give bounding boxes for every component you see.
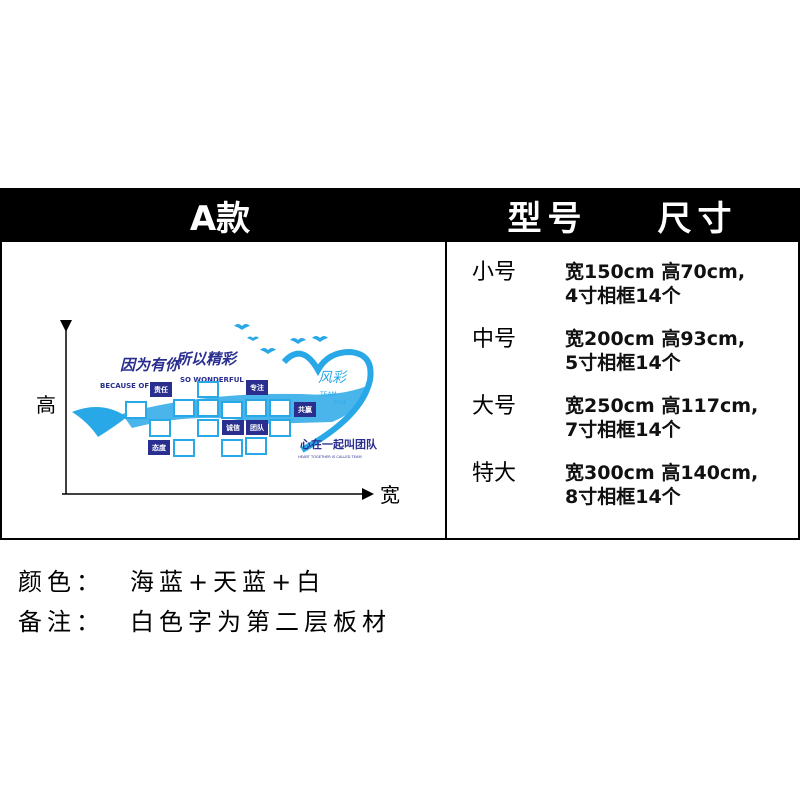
heart-script: 风彩 <box>318 370 348 386</box>
size-row-small: 小号 宽150cm 高70cm, 4寸相框14个 <box>472 260 792 327</box>
note-label: 备注： <box>18 608 105 636</box>
color-value: 海蓝+天蓝+白 <box>130 568 326 596</box>
ribbon-swoosh <box>72 407 127 437</box>
birds <box>234 324 328 354</box>
size-dimensions: 宽200cm 高93cm, <box>565 328 746 350</box>
color-label: 颜色： <box>18 568 105 596</box>
word-team: 团队 <box>250 423 265 432</box>
photo-frames <box>125 381 291 457</box>
size-dimensions: 宽300cm 高140cm, <box>565 462 759 484</box>
word-integrity: 诚信 <box>226 423 240 432</box>
word-attitude: 态度 <box>152 443 167 452</box>
size-desc: 宽250cm 高117cm, 7寸相框14个 <box>565 394 758 461</box>
size-list: 小号 宽150cm 高70cm, 4寸相框14个 中号 宽200cm 高93cm… <box>472 260 792 528</box>
size-frames: 5寸相框14个 <box>565 352 681 374</box>
size-row-xlarge: 特大 宽300cm 高140cm, 8寸相框14个 <box>472 461 792 528</box>
size-name: 小号 <box>472 260 517 285</box>
heart-en-small: STYLE <box>334 400 347 405</box>
script-line-1: 因为有你 <box>120 356 183 374</box>
table-header: A款 型号 尺寸 <box>0 188 800 242</box>
word-labels: 责任 专注 共赢 诚信 团队 态度 <box>152 383 312 452</box>
column-divider <box>445 242 447 538</box>
width-label: 宽 <box>380 483 400 507</box>
size-desc: 宽150cm 高70cm, 4寸相框14个 <box>565 260 745 327</box>
size-frames: 8寸相框14个 <box>565 486 681 508</box>
column-model: 型号 <box>507 198 588 239</box>
note-value: 白色字为第二层板材 <box>130 608 391 636</box>
word-responsibility: 责任 <box>154 385 168 394</box>
english-line-1: BECAUSE OF YOU <box>100 382 168 390</box>
size-dimensions: 宽150cm 高70cm, <box>565 261 746 283</box>
slogan-en: HEART TOGETHER IS CALLED TEAM <box>298 455 362 459</box>
header-columns: 型号 尺寸 <box>445 188 800 242</box>
style-title: A款 <box>189 198 251 239</box>
english-line-2: SO WONDERFUL <box>180 376 244 384</box>
product-diagram: 高 宽 因为有你 所以精彩 BECAUSE OF YOU SO WONDERFU… <box>36 320 400 507</box>
height-label: 高 <box>36 393 56 417</box>
column-size: 尺寸 <box>657 198 738 239</box>
word-focus: 专注 <box>250 383 264 392</box>
size-row-large: 大号 宽250cm 高117cm, 7寸相框14个 <box>472 394 792 461</box>
size-frames: 4寸相框14个 <box>565 285 681 307</box>
size-frames: 7寸相框14个 <box>565 419 681 441</box>
size-name: 特大 <box>472 461 517 486</box>
size-desc: 宽300cm 高140cm, 8寸相框14个 <box>565 461 758 528</box>
heart-en: TEAM <box>319 391 337 398</box>
heart-outline <box>281 348 374 453</box>
size-row-medium: 中号 宽200cm 高93cm, 5寸相框14个 <box>472 327 792 394</box>
size-dimensions: 宽250cm 高117cm, <box>565 395 759 417</box>
word-winwin: 共赢 <box>298 405 312 414</box>
size-name: 大号 <box>472 394 517 419</box>
slogan: 心在一起叫团队 <box>300 437 378 451</box>
script-line-2: 所以精彩 <box>175 350 239 368</box>
color-line: 颜色： 海蓝+天蓝+白 <box>18 562 325 597</box>
word-blocks <box>148 380 316 455</box>
size-name: 中号 <box>472 327 517 352</box>
note-line: 备注： 白色字为第二层板材 <box>18 602 391 637</box>
size-desc: 宽200cm 高93cm, 5寸相框14个 <box>565 327 745 394</box>
spec-table: 高 宽 因为有你 所以精彩 BECAUSE OF YOU SO WONDERFU… <box>0 242 800 540</box>
